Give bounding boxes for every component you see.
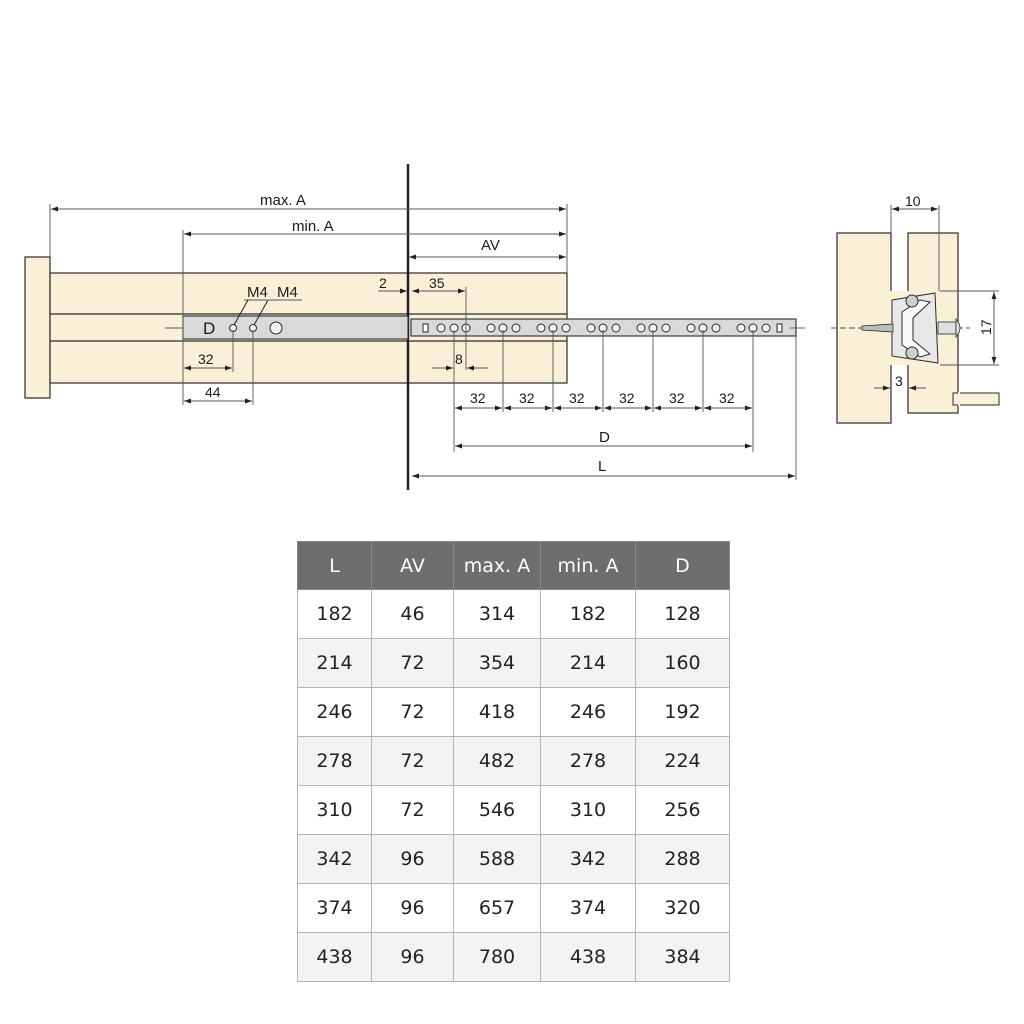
side-view-cross-section: 10 17 3 bbox=[831, 193, 1000, 424]
pitch-dimensions: 32 32 32 32 32 32 bbox=[455, 390, 752, 411]
d-dimension-label: D bbox=[599, 429, 610, 446]
cell-d: 320 bbox=[635, 883, 730, 933]
slot-8-label: 8 bbox=[455, 351, 463, 367]
cell-l: 214 bbox=[297, 638, 372, 688]
cell-l: 342 bbox=[297, 834, 372, 884]
table-row: 182 46 314 182 128 bbox=[297, 589, 730, 639]
hole-32-label: 32 bbox=[198, 351, 214, 367]
cell-av: 72 bbox=[371, 687, 454, 737]
cell-d: 160 bbox=[635, 638, 730, 688]
cell-min-a: 342 bbox=[540, 834, 636, 884]
cell-min-a: 278 bbox=[540, 736, 636, 786]
cell-d: 288 bbox=[635, 834, 730, 884]
svg-text:32: 32 bbox=[719, 390, 735, 406]
cell-av: 72 bbox=[371, 785, 454, 835]
svg-text:32: 32 bbox=[669, 390, 685, 406]
l-dimension-label: L bbox=[598, 458, 606, 475]
table-row: 438 96 780 438 384 bbox=[297, 932, 730, 982]
cell-l: 246 bbox=[297, 687, 372, 737]
cell-av: 72 bbox=[371, 736, 454, 786]
svg-text:32: 32 bbox=[619, 390, 635, 406]
cell-min-a: 438 bbox=[540, 932, 636, 982]
cell-l: 438 bbox=[297, 932, 372, 982]
cell-d: 256 bbox=[635, 785, 730, 835]
cell-l: 278 bbox=[297, 736, 372, 786]
cell-av: 96 bbox=[371, 883, 454, 933]
cell-l: 374 bbox=[297, 883, 372, 933]
cell-max-a: 780 bbox=[453, 932, 541, 982]
cell-min-a: 246 bbox=[540, 687, 636, 737]
table-row: 278 72 482 278 224 bbox=[297, 736, 730, 786]
cell-max-a: 657 bbox=[453, 883, 541, 933]
cell-min-a: 374 bbox=[540, 883, 636, 933]
cell-av: 72 bbox=[371, 638, 454, 688]
cell-max-a: 482 bbox=[453, 736, 541, 786]
cell-l: 182 bbox=[297, 589, 372, 639]
header-max-a: max. A bbox=[453, 541, 541, 590]
svg-text:32: 32 bbox=[569, 390, 585, 406]
cell-max-a: 354 bbox=[453, 638, 541, 688]
svg-text:32: 32 bbox=[470, 390, 486, 406]
cell-l: 310 bbox=[297, 785, 372, 835]
svg-text:3: 3 bbox=[895, 373, 903, 389]
header-av: AV bbox=[371, 541, 454, 590]
header-d: D bbox=[635, 541, 730, 590]
drawer-slide-technical-drawing: D max. A min. A AV 2 35 M4 M4 32 44 bbox=[24, 164, 1000, 490]
cell-d: 384 bbox=[635, 932, 730, 982]
cell-d: 224 bbox=[635, 736, 730, 786]
svg-text:32: 32 bbox=[519, 390, 535, 406]
inner-rail bbox=[182, 315, 409, 340]
cell-av: 46 bbox=[371, 589, 454, 639]
cell-min-a: 310 bbox=[540, 785, 636, 835]
svg-text:10: 10 bbox=[905, 193, 921, 209]
cell-max-a: 314 bbox=[453, 589, 541, 639]
table-row: 214 72 354 214 160 bbox=[297, 638, 730, 688]
cell-d: 128 bbox=[635, 589, 730, 639]
dimensions-table: L AV max. A min. A D 182 46 314 182 128 … bbox=[297, 541, 730, 982]
gap-2-label: 2 bbox=[379, 275, 387, 291]
m4-right-label: M4 bbox=[277, 284, 298, 301]
header-min-a: min. A bbox=[540, 541, 636, 590]
cell-min-a: 214 bbox=[540, 638, 636, 688]
cell-av: 96 bbox=[371, 932, 454, 982]
table-row: 342 96 588 342 288 bbox=[297, 834, 730, 884]
hole-44-label: 44 bbox=[205, 384, 221, 400]
cell-d: 192 bbox=[635, 687, 730, 737]
av-label: AV bbox=[481, 237, 500, 254]
cell-min-a: 182 bbox=[540, 589, 636, 639]
drawer-front-panel bbox=[24, 256, 51, 399]
cell-max-a: 546 bbox=[453, 785, 541, 835]
cell-max-a: 588 bbox=[453, 834, 541, 884]
max-a-label: max. A bbox=[260, 192, 306, 209]
svg-text:17: 17 bbox=[978, 319, 994, 335]
cell-av: 96 bbox=[371, 834, 454, 884]
d-marker-label: D bbox=[203, 319, 215, 338]
header-l: L bbox=[297, 541, 372, 590]
table-row: 374 96 657 374 320 bbox=[297, 883, 730, 933]
m4-left-label: M4 bbox=[247, 284, 268, 301]
table-header-row: L AV max. A min. A D bbox=[297, 541, 730, 590]
cell-max-a: 418 bbox=[453, 687, 541, 737]
offset-35-label: 35 bbox=[429, 275, 445, 291]
table-row: 246 72 418 246 192 bbox=[297, 687, 730, 737]
table-row: 310 72 546 310 256 bbox=[297, 785, 730, 835]
min-a-label: min. A bbox=[292, 218, 334, 235]
